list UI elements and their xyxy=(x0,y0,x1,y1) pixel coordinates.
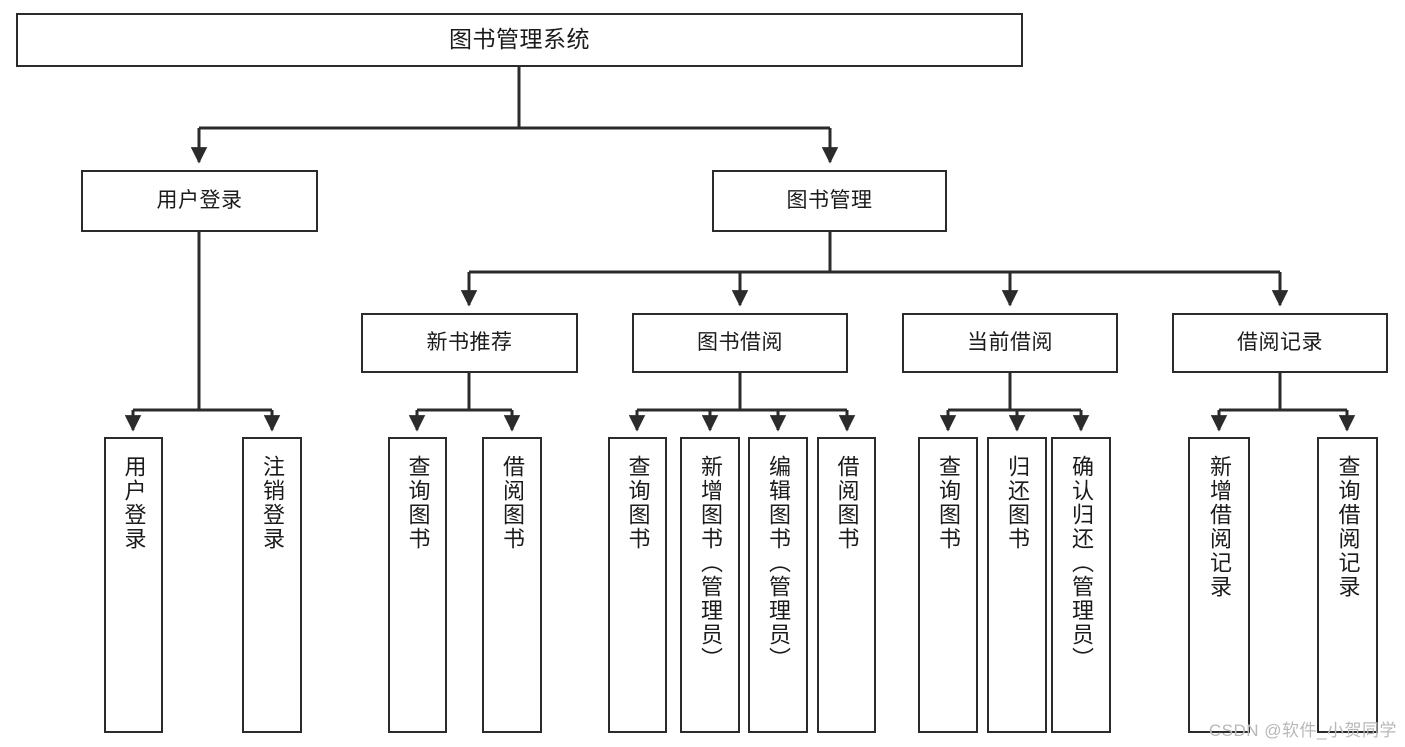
node-book-borrow-label: 图书借阅 xyxy=(697,331,783,355)
node-borrow-record[interactable]: 借阅记录 xyxy=(1172,313,1388,373)
leaf-borrow-book-recommend[interactable]: 借阅图书 xyxy=(482,437,542,733)
leaf-query-book-recommend[interactable]: 查询图书 xyxy=(388,437,447,733)
leaf-borrow-book-label: 借阅图书 xyxy=(834,455,860,551)
leaf-query-book-borrow-label: 查询图书 xyxy=(625,455,651,551)
node-book-management-label: 图书管理 xyxy=(786,189,873,213)
leaf-user-login[interactable]: 用户登录 xyxy=(104,437,163,733)
leaf-query-book-current[interactable]: 查询图书 xyxy=(918,437,978,733)
node-root[interactable]: 图书管理系统 xyxy=(16,13,1023,67)
node-current-borrow[interactable]: 当前借阅 xyxy=(902,313,1118,373)
leaf-logout[interactable]: 注销登录 xyxy=(242,437,302,733)
node-book-management[interactable]: 图书管理 xyxy=(712,170,947,232)
leaf-user-login-label: 用户登录 xyxy=(121,455,147,551)
leaf-edit-book-admin-label: 编辑图书（管理员） xyxy=(765,455,791,671)
csdn-watermark: CSDN @软件_小贺同学 xyxy=(1208,721,1397,740)
leaf-add-book-admin-label: 新增图书（管理员） xyxy=(697,455,723,671)
leaf-confirm-return-admin[interactable]: 确认归还（管理员） xyxy=(1051,437,1111,733)
node-user-login-label: 用户登录 xyxy=(156,189,243,213)
node-new-book-recommend-label: 新书推荐 xyxy=(426,331,513,355)
leaf-query-book-recommend-label: 查询图书 xyxy=(405,455,431,551)
leaf-add-borrow-record[interactable]: 新增借阅记录 xyxy=(1188,437,1250,733)
leaf-add-book-admin[interactable]: 新增图书（管理员） xyxy=(680,437,740,733)
node-user-login[interactable]: 用户登录 xyxy=(81,170,318,232)
node-borrow-record-label: 借阅记录 xyxy=(1237,331,1323,355)
node-new-book-recommend[interactable]: 新书推荐 xyxy=(361,313,578,373)
leaf-query-book-current-label: 查询图书 xyxy=(935,455,961,551)
node-book-borrow[interactable]: 图书借阅 xyxy=(632,313,848,373)
leaf-return-book[interactable]: 归还图书 xyxy=(987,437,1047,733)
leaf-add-borrow-record-label: 新增借阅记录 xyxy=(1206,455,1232,599)
leaf-query-borrow-record[interactable]: 查询借阅记录 xyxy=(1317,437,1378,733)
leaf-borrow-book-recommend-label: 借阅图书 xyxy=(499,455,525,551)
leaf-query-book-borrow[interactable]: 查询图书 xyxy=(608,437,667,733)
node-current-borrow-label: 当前借阅 xyxy=(967,331,1053,355)
leaf-borrow-book[interactable]: 借阅图书 xyxy=(817,437,876,733)
node-root-label: 图书管理系统 xyxy=(449,26,590,53)
leaf-logout-label: 注销登录 xyxy=(259,455,285,551)
leaf-edit-book-admin[interactable]: 编辑图书（管理员） xyxy=(748,437,808,733)
leaf-confirm-return-admin-label: 确认归还（管理员） xyxy=(1068,455,1094,671)
leaf-return-book-label: 归还图书 xyxy=(1004,455,1030,551)
leaf-query-borrow-record-label: 查询借阅记录 xyxy=(1335,455,1361,599)
